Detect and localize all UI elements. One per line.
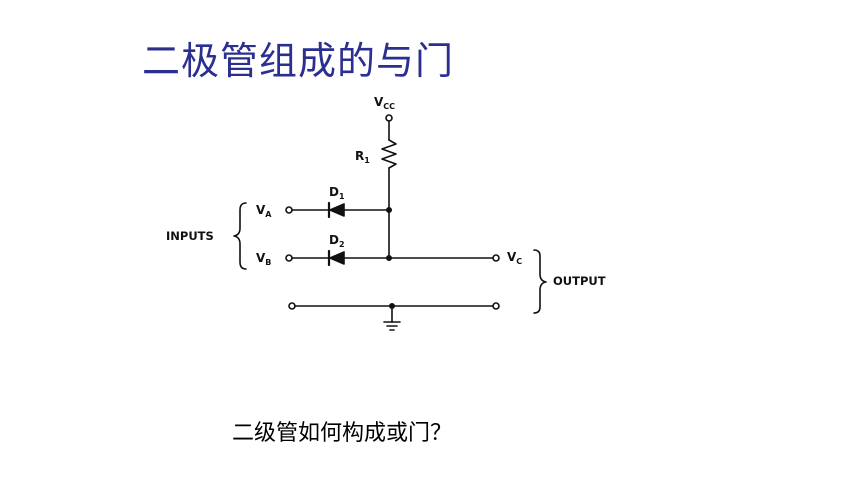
question-text: 二级管如何构成或门？ [232,421,453,446]
d1-label: D1 [329,185,345,201]
ground-symbol [383,321,401,331]
output-terminal [492,254,500,262]
ground-right-terminal [492,302,500,310]
vc-label: VC [507,250,522,266]
inputs-label: INPUTS [166,229,214,243]
output-brace [533,249,547,314]
junction-b [385,255,392,262]
diode-d2 [329,251,345,265]
r1-label: R1 [355,149,370,165]
input-b-terminal [285,254,293,262]
output-label: OUTPUT [553,274,606,288]
diode-d1 [329,203,345,217]
junction-a [385,207,392,214]
inputs-brace [233,202,247,270]
slide-title: 二极管组成的与门 [142,39,455,83]
resistor-r1 [381,139,397,169]
ground-left-terminal [288,302,296,310]
vcc-terminal [385,114,393,122]
va-label: VA [256,203,272,219]
vcc-label: VCC [374,95,395,111]
d2-label: D2 [329,233,345,249]
vb-label: VB [256,251,271,267]
input-a-terminal [285,206,293,214]
